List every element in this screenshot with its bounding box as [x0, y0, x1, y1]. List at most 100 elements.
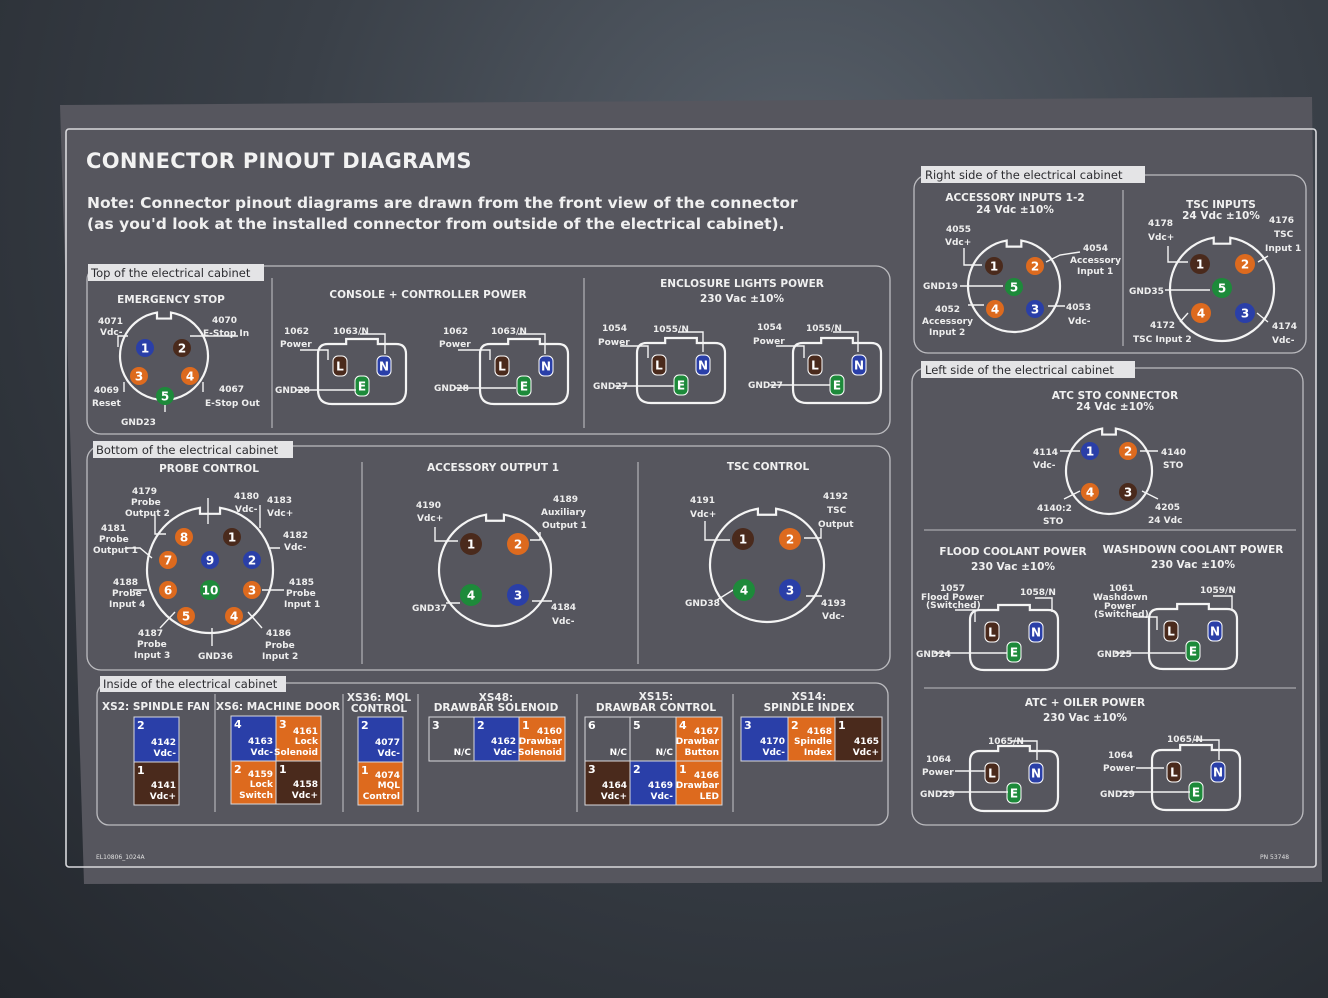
svg-text:Button: Button — [685, 748, 719, 758]
svg-text:9: 9 — [206, 554, 214, 568]
svg-text:L: L — [655, 359, 663, 373]
svg-text:4052: 4052 — [935, 305, 960, 315]
svg-text:4158: 4158 — [293, 780, 318, 790]
svg-text:1: 1 — [228, 531, 236, 545]
atc-sto-connector: ATC STO CONNECTOR 24 Vdc ±10% 4114 Vdc- … — [1033, 390, 1186, 527]
svg-text:Probe: Probe — [137, 640, 167, 650]
svg-text:GND29: GND29 — [1100, 790, 1135, 800]
svg-text:4169: 4169 — [648, 781, 673, 791]
svg-text:Vdc-: Vdc- — [1068, 317, 1091, 327]
svg-text:Input 4: Input 4 — [109, 600, 145, 610]
probe-pin-1: 1 — [223, 528, 241, 546]
svg-text:1064: 1064 — [926, 755, 951, 765]
accessory-inputs-pin-3: 3 — [1026, 300, 1044, 318]
svg-text:Output: Output — [818, 520, 854, 530]
svg-text:1055/N: 1055/N — [653, 325, 689, 335]
svg-text:24 Vdc ±10%: 24 Vdc ±10% — [976, 204, 1054, 216]
svg-text:Control: Control — [363, 792, 400, 802]
svg-text:4055: 4055 — [946, 225, 971, 235]
svg-text:Inside of the electrical cabin: Inside of the electrical cabinet — [103, 677, 278, 691]
svg-text:Output 1: Output 1 — [93, 546, 138, 556]
svg-text:E-Stop Out: E-Stop Out — [205, 399, 260, 409]
svg-text:N: N — [1031, 767, 1041, 781]
xs48-title-a: XS48: — [479, 692, 513, 704]
svg-text:1: 1 — [1086, 445, 1094, 459]
atc-sto-pin-2: 2 — [1119, 442, 1137, 460]
tsc-control-pin-1: 1 — [732, 528, 754, 550]
svg-text:230 Vac ±10%: 230 Vac ±10% — [700, 293, 785, 305]
svg-text:L: L — [1170, 766, 1178, 780]
svg-text:1061: 1061 — [1109, 584, 1134, 594]
svg-text:5: 5 — [1218, 282, 1226, 296]
estop-pin-4: 4 — [181, 367, 199, 385]
svg-text:Lock: Lock — [295, 737, 319, 747]
svg-text:ENCLOSURE LIGHTS POWER: ENCLOSURE LIGHTS POWER — [660, 278, 824, 290]
svg-text:4185: 4185 — [289, 578, 314, 588]
svg-text:4187: 4187 — [138, 629, 163, 639]
svg-text:1063/N: 1063/N — [333, 327, 369, 337]
svg-text:STO: STO — [1163, 461, 1184, 471]
svg-text:Solenoid: Solenoid — [518, 748, 562, 758]
svg-text:Index: Index — [804, 748, 832, 758]
svg-text:8: 8 — [180, 531, 188, 545]
svg-text:1: 1 — [1196, 258, 1204, 272]
accessory-inputs-pin-1: 1 — [985, 257, 1003, 275]
svg-text:2: 2 — [514, 538, 522, 552]
svg-text:Vdc-: Vdc- — [378, 749, 401, 759]
svg-text:E: E — [1189, 645, 1197, 659]
svg-text:Power: Power — [753, 337, 785, 347]
estop-pin-5: 5 — [156, 387, 174, 405]
svg-text:Probe: Probe — [131, 498, 161, 508]
console-b-pin-l: L — [494, 355, 510, 377]
svg-text:3: 3 — [514, 589, 522, 603]
console-a — [316, 337, 408, 406]
svg-text:E: E — [520, 380, 528, 394]
svg-text:2: 2 — [234, 763, 242, 776]
tsc-inputs-connector: TSC INPUTS 24 Vdc ±10% 4178 Vdc+ 4176 TS… — [1129, 199, 1301, 346]
part-code-right: PN 53748 — [1260, 854, 1289, 861]
svg-text:Top of the electrical cabinet: Top of the electrical cabinet — [90, 266, 251, 280]
tsc-control-pin-2: 2 — [779, 528, 801, 550]
probe-pin-10: 10 — [200, 580, 220, 600]
atc-oiler-b-pin-e: E — [1188, 781, 1204, 803]
svg-text:Probe: Probe — [265, 641, 295, 651]
svg-text:Vdc-: Vdc- — [651, 792, 674, 802]
svg-text:4174: 4174 — [1272, 322, 1297, 332]
svg-text:N: N — [1210, 625, 1220, 639]
svg-text:L: L — [988, 626, 996, 640]
svg-text:Washdown: Washdown — [1093, 593, 1148, 603]
svg-text:4140:2: 4140:2 — [1037, 504, 1072, 514]
tsc-control-connector: TSC CONTROL 4191 Vdc+ 4192 TSC Output GN… — [685, 461, 854, 622]
atc-oiler-a-pin-n: N — [1028, 762, 1044, 784]
svg-text:Drawbar: Drawbar — [519, 737, 563, 747]
console-power-connectors: CONSOLE + CONTROLLER POWER 1062 Power 10… — [275, 289, 527, 396]
washdown-pin-n: N — [1207, 620, 1223, 642]
svg-text:3: 3 — [248, 584, 256, 598]
accessory-inputs-pin-5: 5 — [1005, 278, 1023, 296]
tsc-inputs-pin-2: 2 — [1235, 254, 1255, 274]
svg-text:2: 2 — [178, 342, 186, 356]
plate-title: CONNECTOR PINOUT DIAGRAMS — [86, 149, 472, 173]
enclosure-b-pin-e: E — [829, 374, 845, 396]
svg-text:Vdc-: Vdc- — [251, 748, 274, 758]
washdown-pin-l: L — [1163, 620, 1179, 642]
svg-text:Vdc+: Vdc+ — [945, 238, 971, 248]
svg-text:WASHDOWN COOLANT POWER: WASHDOWN COOLANT POWER — [1103, 544, 1284, 556]
xs14-title-b: SPINDLE INDEX — [764, 702, 855, 714]
svg-text:1: 1 — [361, 764, 369, 777]
svg-text:4071: 4071 — [98, 317, 123, 327]
svg-text:N: N — [1213, 766, 1223, 780]
svg-text:2: 2 — [633, 763, 641, 776]
svg-text:GND27: GND27 — [748, 381, 783, 391]
tsc-control-housing — [708, 507, 826, 624]
svg-text:2: 2 — [1241, 258, 1249, 272]
xs15-title-b: DRAWBAR CONTROL — [596, 702, 717, 714]
console-a-pin-n: N — [376, 355, 392, 377]
svg-text:E: E — [833, 379, 841, 393]
probe-pin-8: 8 — [175, 528, 193, 546]
svg-text:Vdc-: Vdc- — [100, 328, 123, 338]
svg-text:PROBE CONTROL: PROBE CONTROL — [159, 463, 259, 475]
